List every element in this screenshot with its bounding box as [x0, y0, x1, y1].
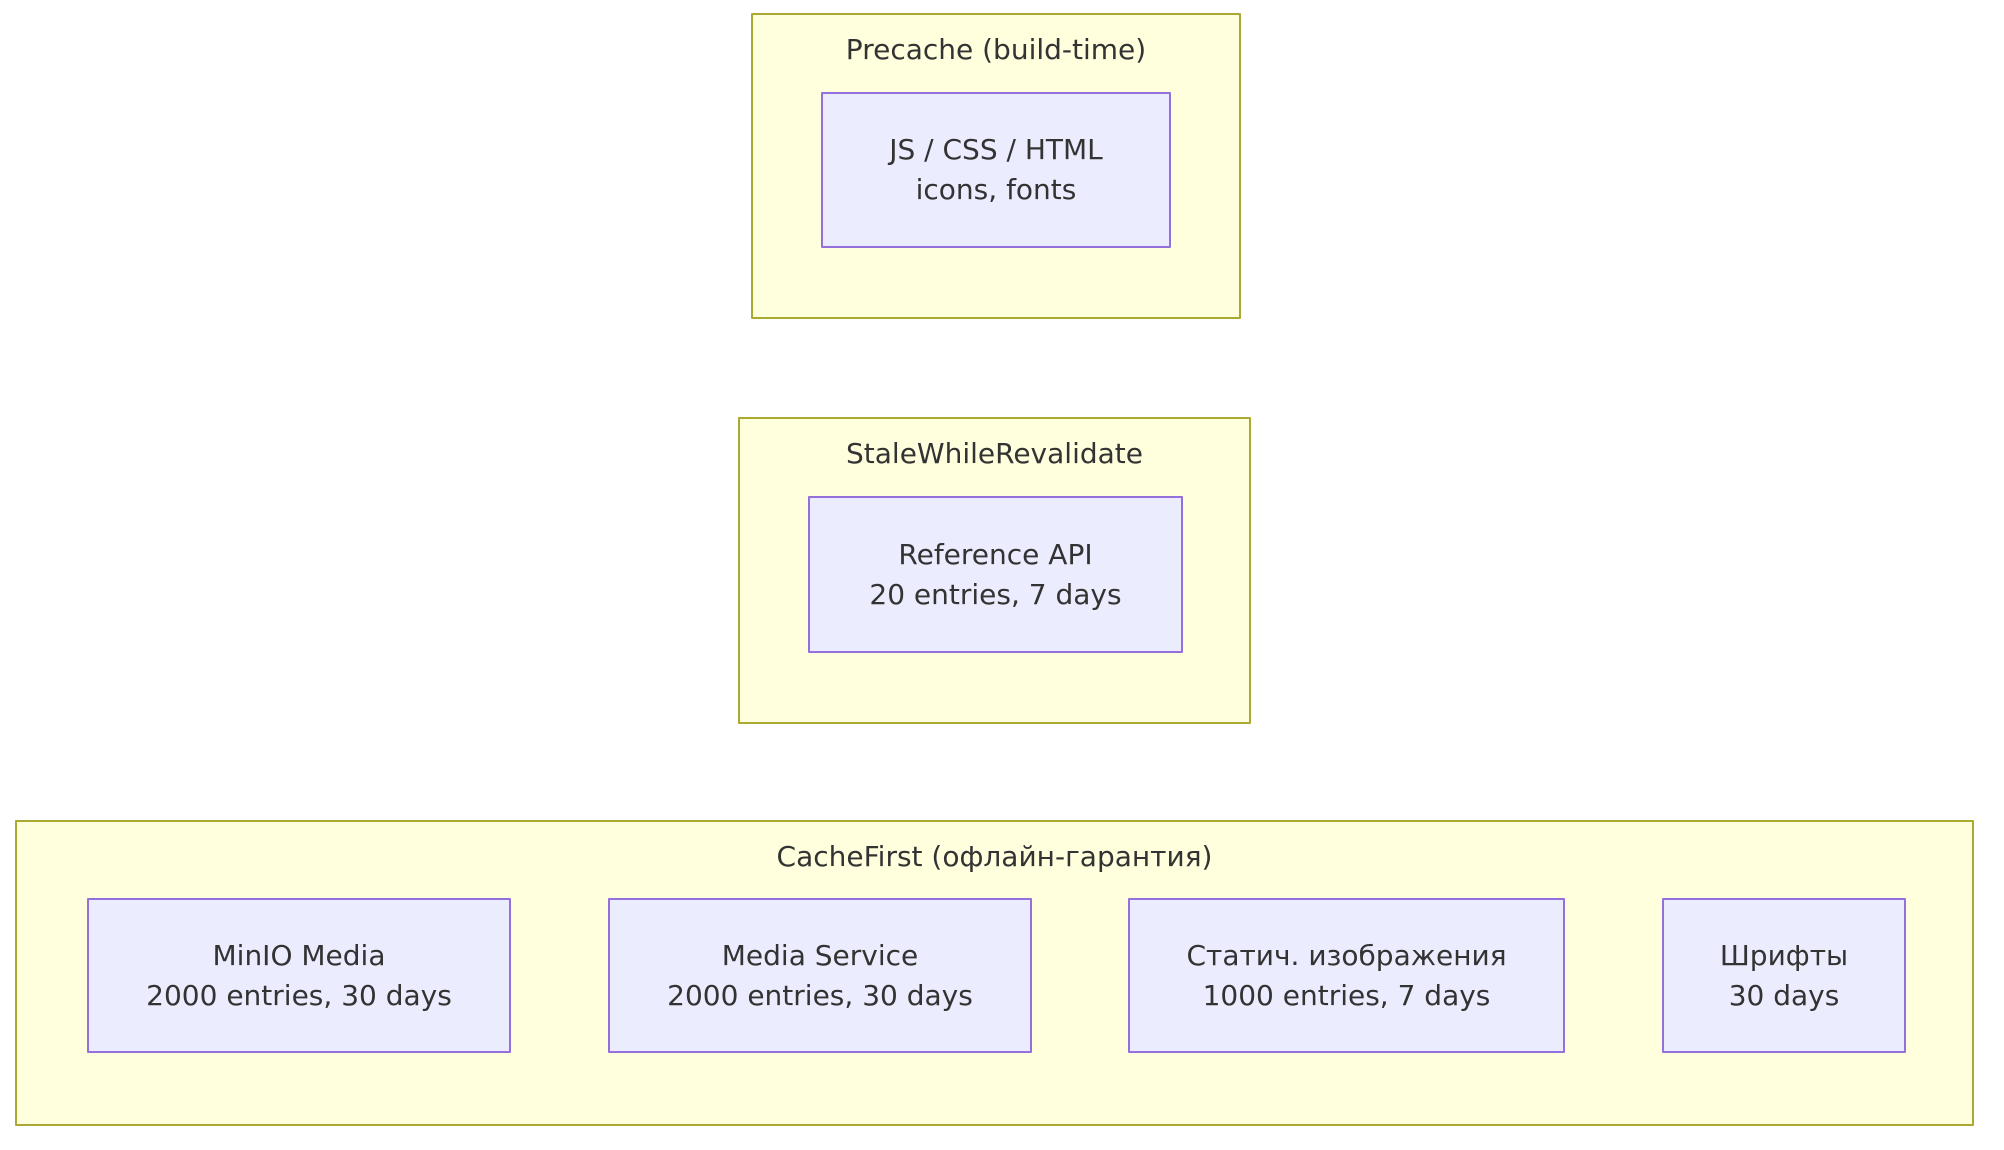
node-media-service[interactable]: Media Service 2000 entries, 30 days: [608, 898, 1032, 1053]
node-static-images-line-2: 1000 entries, 7 days: [1202, 978, 1491, 1012]
node-precache-assets-line-2: icons, fonts: [915, 173, 1077, 206]
node-precache-assets[interactable]: JS / CSS / HTML icons, fonts: [821, 92, 1171, 248]
node-static-images[interactable]: Статич. изображения 1000 entries, 7 days: [1128, 898, 1565, 1053]
cluster-stale-while-revalidate: StaleWhileRevalidate Reference API 20 en…: [738, 417, 1251, 724]
cluster-stale-while-revalidate-title: StaleWhileRevalidate: [846, 437, 1143, 470]
node-reference-api-line-2: 20 entries, 7 days: [869, 577, 1122, 611]
cluster-precache: Precache (build-time) JS / CSS / HTML ic…: [751, 13, 1241, 319]
node-minio-media-line-2: 2000 entries, 30 days: [146, 978, 452, 1012]
cluster-precache-title: Precache (build-time): [845, 33, 1147, 66]
node-minio-media[interactable]: MinIO Media 2000 entries, 30 days: [87, 898, 511, 1053]
node-fonts-line-1: Шрифты: [1719, 938, 1849, 972]
node-media-service-line-1: Media Service: [721, 938, 919, 972]
node-fonts-line-2: 30 days: [1728, 978, 1840, 1012]
node-reference-api-line-1: Reference API: [898, 537, 1093, 571]
node-fonts[interactable]: Шрифты 30 days: [1662, 898, 1906, 1053]
node-static-images-line-1: Статич. изображения: [1186, 938, 1507, 972]
cluster-cache-first: CacheFirst (офлайн-гарантия) MinIO Media…: [15, 820, 1974, 1126]
cluster-cache-first-title: CacheFirst (офлайн-гарантия): [776, 840, 1213, 873]
node-minio-media-line-1: MinIO Media: [212, 938, 386, 972]
node-reference-api[interactable]: Reference API 20 entries, 7 days: [808, 496, 1183, 653]
node-precache-assets-line-1: JS / CSS / HTML: [889, 133, 1103, 166]
node-media-service-line-2: 2000 entries, 30 days: [667, 978, 973, 1012]
